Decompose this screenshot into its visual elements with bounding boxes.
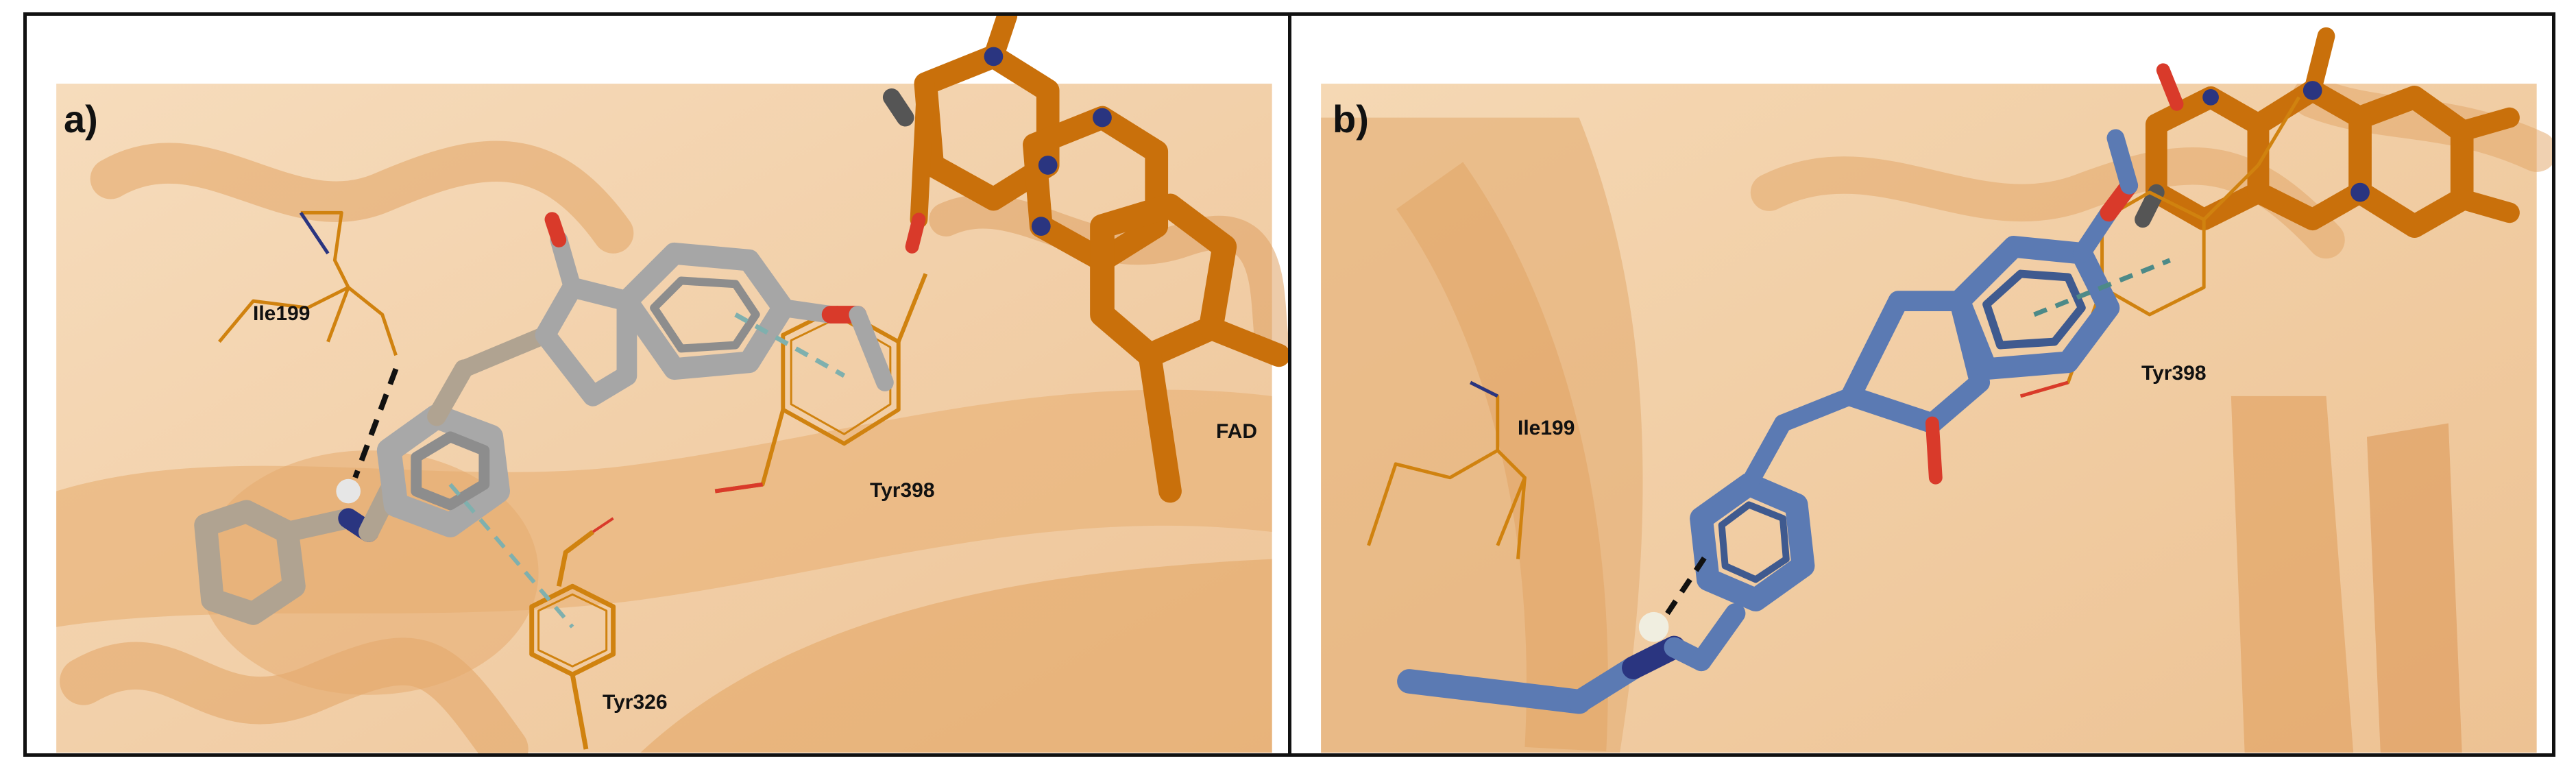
residue-label-tyr398: Tyr398 [870, 479, 935, 502]
residue-label-tyr326: Tyr326 [603, 691, 668, 714]
residue-label-ile199: Ile199 [253, 302, 310, 326]
panel-b: b) Ile199 Tyr398 [1288, 12, 2555, 757]
panel-a: a) Ile199 Tyr398 Tyr326 FAD [23, 12, 1291, 757]
residue-label-tyr398: Tyr398 [2141, 362, 2207, 385]
residue-label-fad: FAD [1216, 420, 1257, 443]
panel-b-structure [1291, 16, 2552, 753]
panel-label: b) [1333, 97, 1369, 141]
top-whitespace [29, 16, 1286, 84]
panel-a-structure [27, 16, 1288, 753]
residue-label-ile199: Ile199 [1518, 417, 1575, 440]
top-whitespace [1294, 16, 2550, 84]
panel-label: a) [64, 97, 98, 141]
protein-sheet [2367, 423, 2462, 753]
